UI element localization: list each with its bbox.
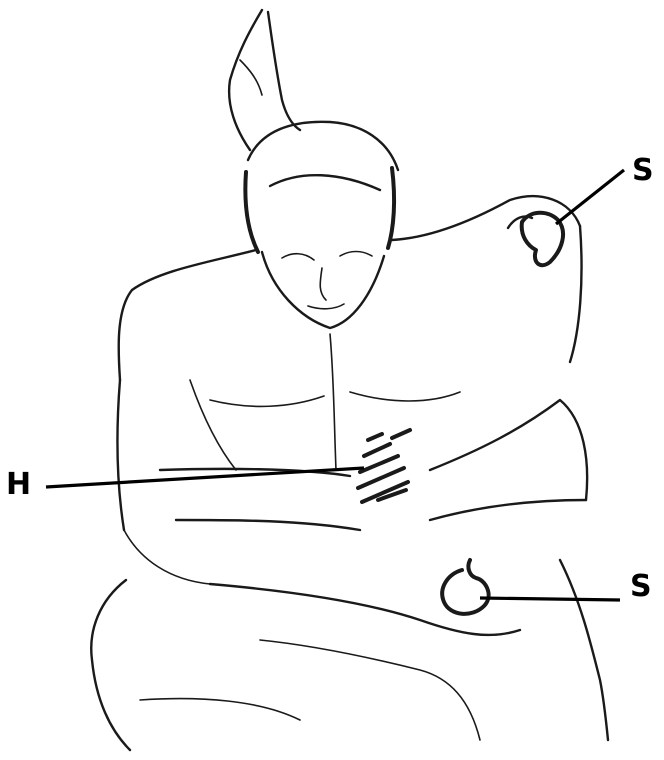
head <box>245 122 398 328</box>
raised-arm <box>229 10 300 150</box>
crossed-arms <box>124 400 587 584</box>
legs <box>91 560 608 750</box>
leader-line-bottom-s <box>480 598 620 600</box>
label-s-top: S <box>632 156 654 186</box>
lower-marker-shape <box>442 560 488 614</box>
heart-region-hatching <box>358 430 410 502</box>
leader-line-h <box>46 468 364 487</box>
label-h: H <box>6 470 31 500</box>
label-s-bottom: S <box>630 572 652 602</box>
upper-marker-shape <box>508 213 563 265</box>
leader-line-top-s <box>556 170 624 224</box>
